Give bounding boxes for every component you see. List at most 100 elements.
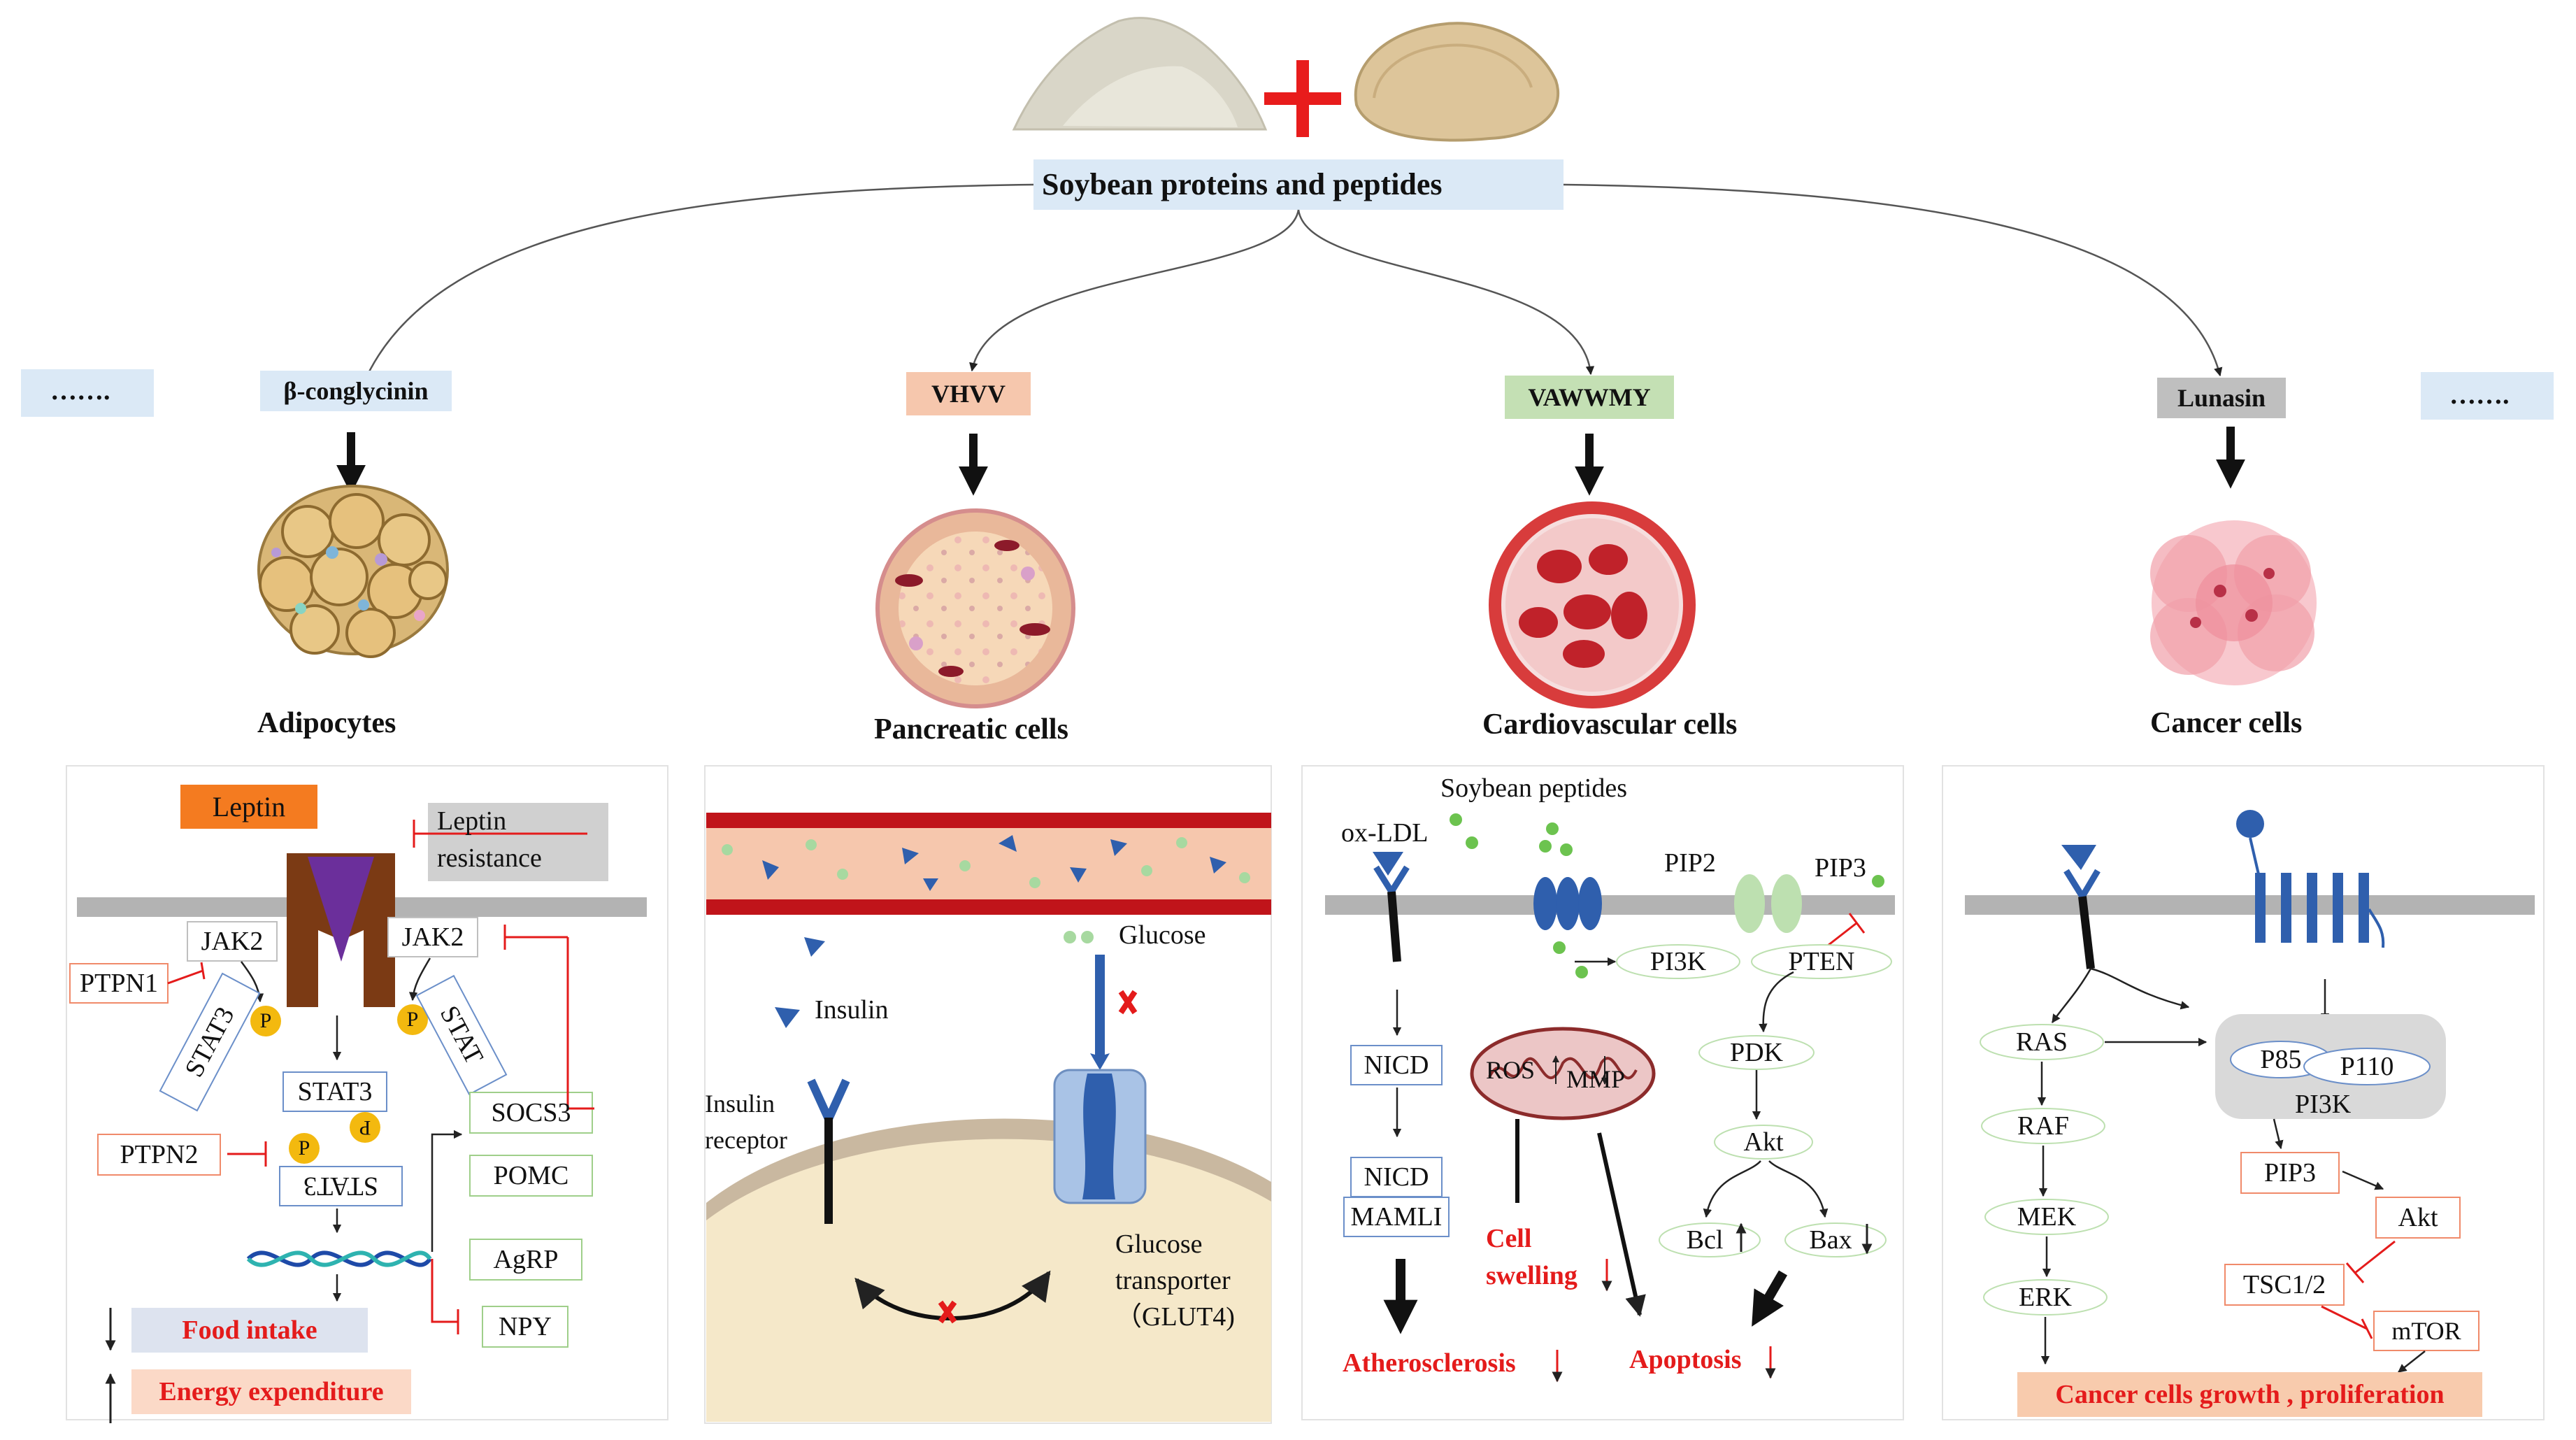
insulin-icon-2: [775, 1007, 800, 1028]
pip2-label: PIP2: [1664, 848, 1716, 878]
stat3-mid-box: [282, 1071, 387, 1112]
leptin-resistance-label-1: Leptin: [437, 806, 507, 836]
soybean-peptide-dots: [1450, 813, 1884, 978]
pten-label: PTEN: [1788, 947, 1855, 976]
gpcr-seven-helix: [2236, 810, 2385, 948]
pip3-inhibit-pten: [1824, 913, 1866, 949]
pdk-label: PDK: [1729, 1038, 1784, 1067]
agrp-box: [469, 1239, 582, 1281]
pi3k-to-pip3-arrow: [2273, 1118, 2284, 1150]
apoptosis-label: Apoptosis: [1629, 1345, 1742, 1374]
insulin-in-vessel: [762, 835, 1226, 891]
mitochondrion-illustration: [1470, 1027, 1656, 1120]
red-x-glucose: [1118, 990, 1138, 1015]
glucose-dot-1: [1064, 931, 1076, 943]
receptor-to-ras-arrow: [2051, 968, 2092, 1024]
cardiovascular-cells-illustration: [1489, 501, 1696, 708]
akt-to-bax-arrow: [1768, 1160, 1829, 1218]
cancer-cells-illustration: [2150, 520, 2317, 685]
energy-expenditure-box: [131, 1369, 411, 1414]
lunasin-box: [2157, 378, 2286, 418]
npy-inhibit: [431, 1259, 459, 1334]
jak2-right-label: JAK2: [401, 922, 464, 952]
phospho-p-label-4: P: [298, 1136, 310, 1160]
leptin-resistance-box: [428, 803, 608, 881]
p110-label: P110: [2340, 1052, 2394, 1081]
socs3-box: [469, 1092, 593, 1134]
ptpn2-box: [97, 1134, 221, 1176]
phospho-p-label-2: P: [406, 1008, 419, 1031]
peptide-label-vawwmy: VAWWMY: [1528, 383, 1651, 411]
insulin-icon-1: [804, 937, 825, 957]
raf-label: RAF: [2017, 1111, 2069, 1141]
npy-box: [482, 1306, 568, 1348]
vawwmy-box: [1505, 376, 1674, 419]
vessel-lumen: [706, 828, 1271, 899]
cell-swelling-label-1: Cell: [1486, 1224, 1532, 1253]
ptpn2-label: PTPN2: [120, 1140, 199, 1169]
mtor-label: mTOR: [2391, 1317, 2461, 1345]
energy-expenditure-label: Energy expenditure: [159, 1377, 384, 1406]
bcl-node: [1659, 1222, 1761, 1257]
stat3-flipped-box: [279, 1166, 403, 1206]
p110-node: [2303, 1048, 2431, 1085]
erk-node: [1983, 1279, 2108, 1316]
ras-node: [1980, 1024, 2104, 1060]
vhvv-box: [906, 372, 1031, 415]
leptin-receptor: [287, 853, 395, 1007]
phospho-p-label-3: P: [359, 1116, 371, 1139]
ptpn1-inhibit: [167, 962, 206, 985]
panel-cardiovascular: [1301, 765, 1904, 1420]
socs3-inhibit-jak2: [503, 925, 568, 950]
peptide-label-lunasin: Lunasin: [2177, 384, 2266, 412]
panel-cancer: [1942, 765, 2545, 1420]
panel-pancreatic: [704, 765, 1272, 1424]
panel-adipocytes: [66, 765, 668, 1420]
glucose-dot-2: [1081, 931, 1094, 943]
cell-label-cancer: Cancer cells: [2150, 707, 2303, 739]
nicd-box-1: [1350, 1045, 1443, 1085]
ptpn2-inhibit: [227, 1141, 267, 1167]
akt-box-label: Akt: [2398, 1203, 2438, 1232]
jak2-left-label: JAK2: [201, 927, 264, 956]
red-plus-sign: [1264, 60, 1341, 137]
ros-label: ROS: [1486, 1056, 1536, 1084]
mmp-to-apoptosis-arrow: [1597, 1132, 1646, 1317]
insulin-receptor: [807, 1078, 850, 1224]
p85-label: P85: [2260, 1045, 2302, 1074]
glut4-transporter: [1053, 1069, 1147, 1204]
pip3-box: [2240, 1152, 2340, 1194]
ox-ldl-receptor: [1373, 852, 1410, 962]
bax-node: [1784, 1222, 1887, 1257]
food-intake-box: [131, 1308, 368, 1353]
ras-label: RAS: [2016, 1027, 2068, 1057]
cancer-outcome-label: Cancer cells growth , proliferation: [2055, 1380, 2445, 1409]
bcl-bax-to-apoptosis: [1752, 1270, 1788, 1327]
bax-label: Bax: [1809, 1225, 1852, 1255]
leptin-resistance-inhibit: [413, 820, 587, 848]
cancer-membrane: [1965, 895, 2535, 915]
tsc-label: TSC1/2: [2242, 1270, 2326, 1299]
phospho-p-2: [397, 1004, 428, 1035]
jak2-left-arrow: [240, 961, 264, 1003]
pomc-label: POMC: [493, 1161, 569, 1190]
pdk-node: [1698, 1035, 1815, 1070]
raf-node: [1981, 1108, 2105, 1144]
cancer-receptor: [2061, 845, 2101, 969]
glut4-label-3: （GLUT4): [1115, 1302, 1235, 1332]
ellipsis-box-left: [21, 369, 154, 417]
cell-label-adipocytes: Adipocytes: [257, 707, 396, 739]
jak2-right-arrow: [408, 957, 431, 1001]
akt-inhibit-tsc: [2345, 1240, 2396, 1283]
title: Soybean proteins and peptides: [1042, 167, 1443, 201]
soybean-peptides-label: Soybean peptides: [1440, 774, 1628, 803]
pi3k-node: [1616, 944, 1740, 979]
peptide-down-arrows: [336, 427, 2245, 496]
leptin-box: [180, 785, 317, 829]
red-x-uptake: [938, 1300, 957, 1324]
erk-label: ERK: [2019, 1283, 2072, 1312]
maml-box: [1343, 1197, 1450, 1237]
vessel-wall-top: [706, 813, 1271, 828]
pten-node: [1751, 944, 1892, 979]
